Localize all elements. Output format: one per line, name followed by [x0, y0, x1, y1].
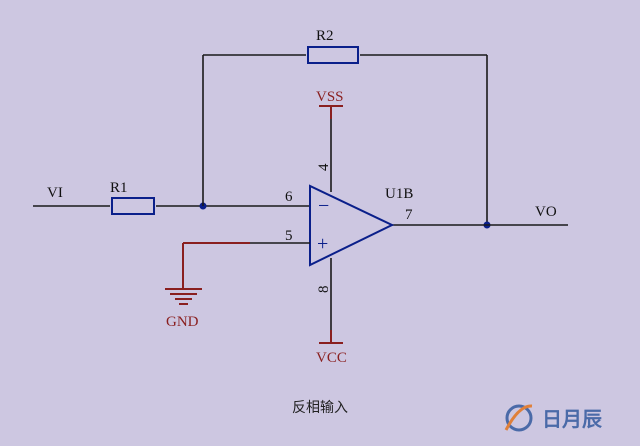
ground-symbol [165, 288, 202, 305]
plus-sign: + [317, 233, 328, 255]
watermark-logo-icon [504, 404, 533, 432]
minus-sign: − [318, 195, 329, 217]
pin-7-label: 7 [405, 207, 413, 223]
r1-label: R1 [110, 180, 128, 196]
output-net-label: VO [535, 204, 557, 220]
r2-label: R2 [316, 28, 334, 44]
input-net-label: VI [47, 185, 63, 201]
opamp-u1b [309, 184, 395, 267]
opamp-label: U1B [385, 186, 413, 202]
gnd-label: GND [166, 314, 199, 330]
pin-8-label: 8 [316, 286, 332, 294]
vcc-label: VCC [316, 350, 347, 366]
caption: 反相输入 [292, 400, 348, 416]
watermark-text: 日月辰 [542, 407, 603, 431]
vss-label: VSS [316, 89, 344, 105]
pin-5-label: 5 [285, 228, 293, 244]
pin-6-label: 6 [285, 189, 293, 205]
pin-4-label: 4 [316, 163, 332, 171]
resistor-r2 [307, 46, 359, 64]
resistor-r1 [111, 197, 155, 215]
